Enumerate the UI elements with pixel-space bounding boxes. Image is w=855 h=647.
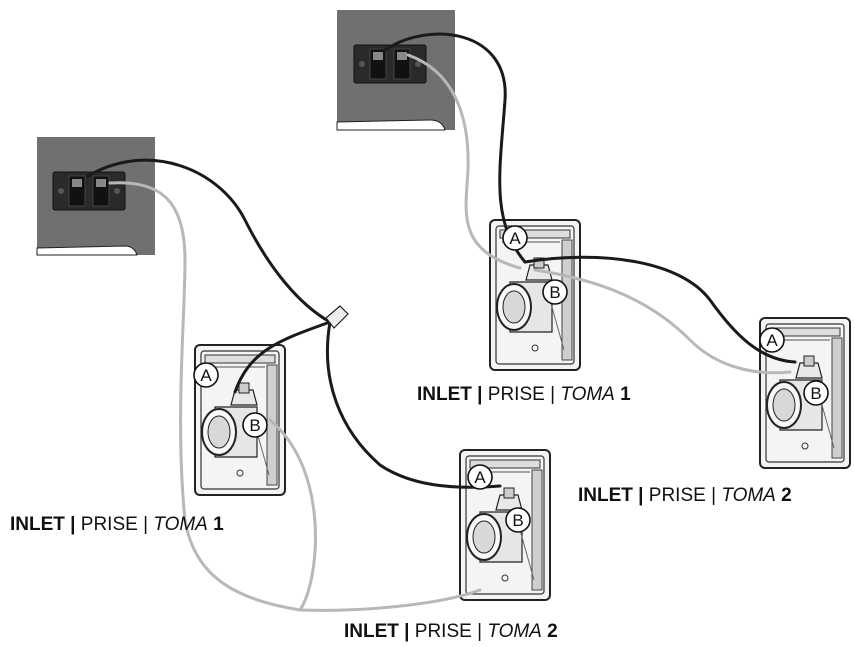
caption-right-inlet-2: INLET | PRISE | TOMA 2 [578,485,792,507]
caption-sep: | [143,514,149,535]
black-wire [523,255,797,364]
left-marker-b-2-label: B [512,511,523,530]
caption-sep: | [70,514,76,535]
caption-sep: | [477,384,483,405]
caption-prise: PRISE [648,485,706,506]
caption-inlet: INLET [10,514,65,535]
wire-nut [325,305,349,329]
caption-toma: TOMA [560,384,615,405]
caption-sep: | [404,621,410,642]
black-wire [86,158,332,324]
caption-num: 1 [213,514,224,535]
left-marker-a-1-label: A [200,366,212,385]
right-marker-b-1-label: B [549,283,560,302]
caption-left-inlet-2: INLET | PRISE | TOMA 2 [344,621,558,643]
right-marker-a-2-label: A [766,331,778,350]
gray-wire [533,268,792,375]
black-wire [383,32,527,264]
black-wire [233,320,332,394]
caption-num: 2 [547,621,558,642]
right-wires [383,32,797,375]
caption-sep: | [477,621,483,642]
gray-wire [268,418,317,612]
left-marker-a-2-label: A [474,468,486,487]
caption-inlet: INLET [578,485,633,506]
right-marker-b-2-label: B [810,384,821,403]
left-wires [86,158,502,612]
caption-prise: PRISE [487,384,545,405]
black-wire [325,320,502,489]
caption-inlet: INLET [417,384,472,405]
caption-left-inlet-1: INLET | PRISE | TOMA 1 [10,514,224,536]
caption-sep: | [711,485,717,506]
caption-toma: TOMA [721,485,776,506]
caption-num: 2 [781,485,792,506]
gray-wire [406,53,522,270]
caption-toma: TOMA [487,621,542,642]
caption-inlet: INLET [344,621,399,642]
caption-toma: TOMA [153,514,208,535]
caption-prise: PRISE [80,514,138,535]
left-marker-b-1-label: B [249,416,260,435]
left-panel [36,137,155,256]
caption-prise: PRISE [414,621,472,642]
caption-sep: | [638,485,644,506]
gray-wire [108,181,482,612]
right-panel [336,10,455,131]
caption-right-inlet-1: INLET | PRISE | TOMA 1 [417,384,631,406]
caption-sep: | [550,384,556,405]
right-marker-a-1-label: A [509,229,521,248]
caption-num: 1 [620,384,631,405]
